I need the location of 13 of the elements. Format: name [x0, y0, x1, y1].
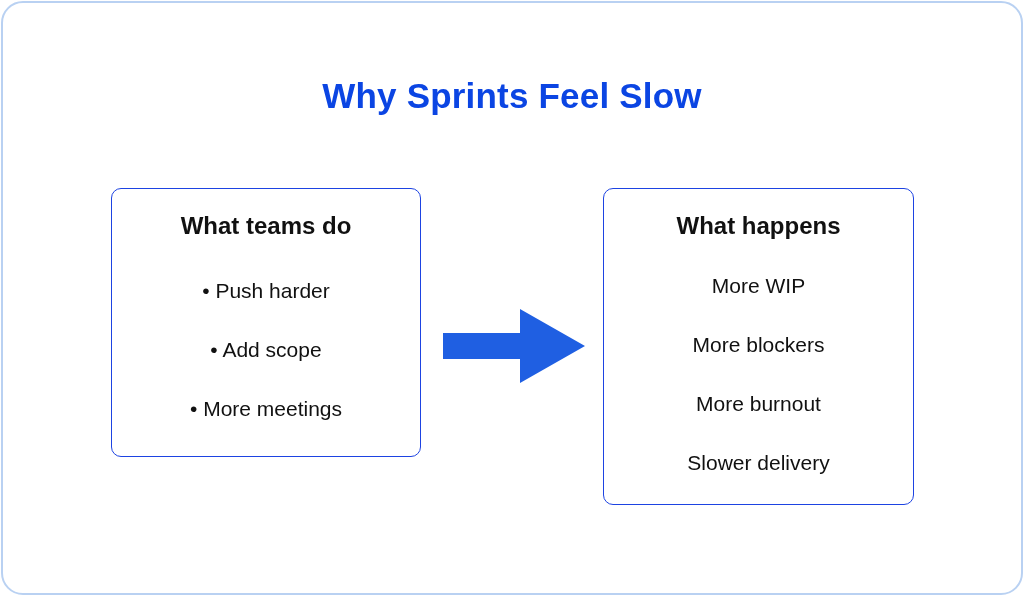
diagram-title: Why Sprints Feel Slow [322, 75, 702, 117]
list-item: • Push harder [202, 278, 330, 304]
list-item: More burnout [696, 391, 821, 417]
box-heading: What teams do [180, 211, 352, 241]
info-card [603, 188, 914, 505]
list-item: Slower delivery [687, 450, 830, 476]
list-item: More blockers [692, 332, 825, 358]
info-card [111, 188, 421, 457]
box-heading: What happens [676, 211, 841, 241]
list-item: • Add scope [210, 337, 322, 363]
block-arrow [443, 309, 585, 383]
list-item: More WIP [711, 273, 806, 299]
list-item: • More meetings [189, 396, 343, 422]
